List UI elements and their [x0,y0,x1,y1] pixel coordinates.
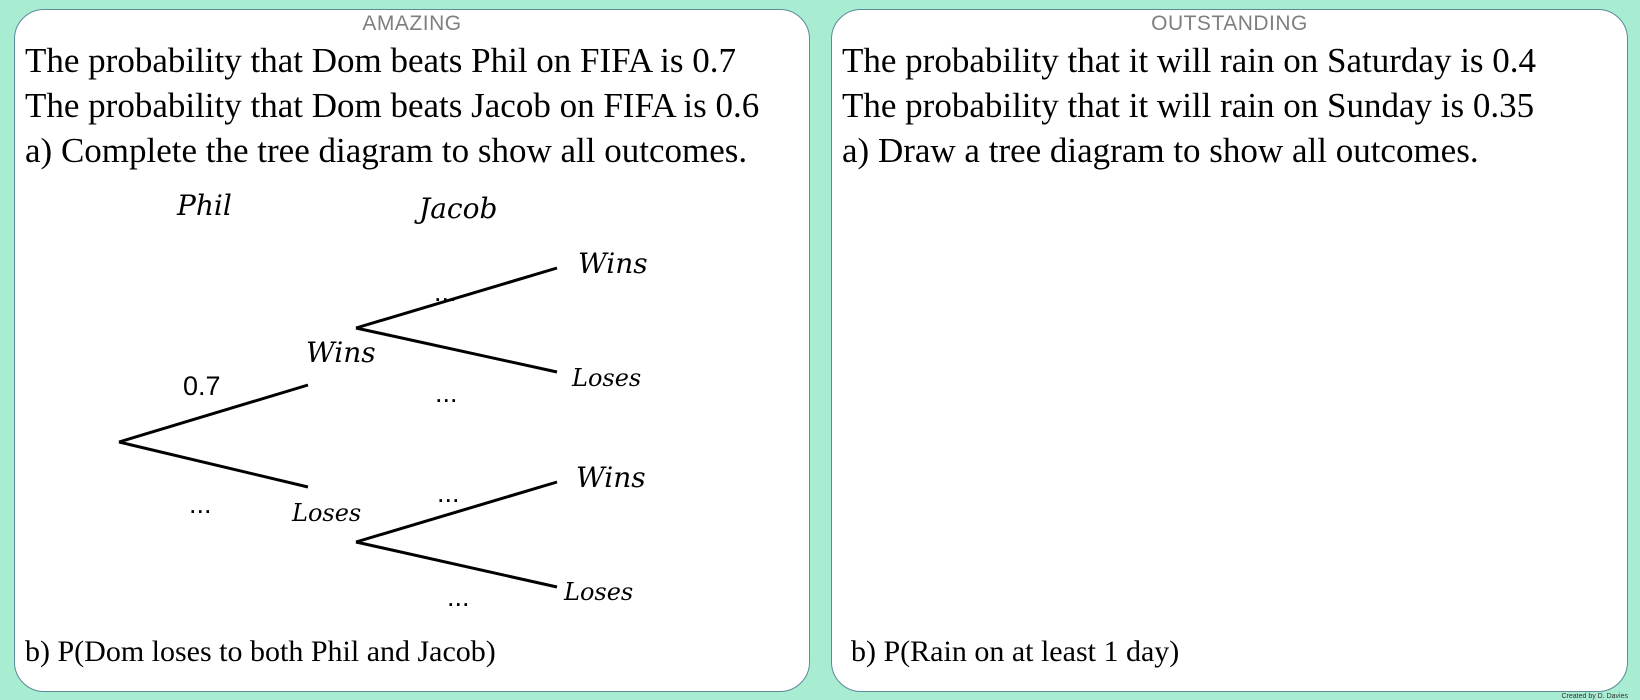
prob-bottom-loses: ... [447,582,470,612]
label-top-wins: Wins [578,247,648,280]
branch-top-wins [355,266,558,330]
branch-first-loses [118,440,309,489]
amazing-title: AMAZING [362,12,462,35]
amazing-panel: AMAZING The probability that Dom beats P… [14,9,810,692]
amazing-part-b: b) P(Dom loses to both Phil and Jacob) [25,635,496,668]
label-bottom-loses: Loses [563,578,633,606]
amazing-line-phil: The probability that Dom beats Phil on F… [25,41,736,80]
amazing-question: The probability that Dom beats Phil on F… [25,38,805,173]
outstanding-part-b: b) P(Rain on at least 1 day) [851,635,1180,668]
branch-bottom-loses [355,540,558,589]
branch-first-wins [118,383,309,444]
outstanding-line-saturday: The probability that it will rain on Sat… [842,41,1537,80]
label-first-wins: Wins [306,336,376,369]
outstanding-title: OUTSTANDING [1151,12,1308,35]
credit-text: Created by D. Davies [1561,693,1628,700]
branch-top-loses [355,326,558,374]
outstanding-panel: OUTSTANDING The probability that it will… [831,9,1628,692]
prob-first-wins: 0.7 [183,371,221,401]
label-first-loses: Loses [291,499,361,527]
tree-diagram: Phil Jacob Wins Loses 0.7 ... Wins Loses… [118,189,648,612]
header-jacob: Jacob [414,192,497,225]
prob-top-loses: ... [435,378,458,408]
prob-first-loses: ... [189,489,212,519]
prob-top-wins: ... [434,277,457,307]
amazing-part-a: a) Complete the tree diagram to show all… [25,131,748,170]
prob-bottom-wins: ... [437,478,460,508]
label-bottom-wins: Wins [576,461,646,494]
outstanding-part-a: a) Draw a tree diagram to show all outco… [842,131,1479,170]
outstanding-line-sunday: The probability that it will rain on Sun… [842,86,1535,125]
amazing-line-jacob: The probability that Dom beats Jacob on … [25,86,760,125]
header-phil: Phil [176,189,232,222]
label-top-loses: Loses [571,364,641,392]
outstanding-question: The probability that it will rain on Sat… [842,38,1623,173]
branch-bottom-wins [355,480,558,544]
